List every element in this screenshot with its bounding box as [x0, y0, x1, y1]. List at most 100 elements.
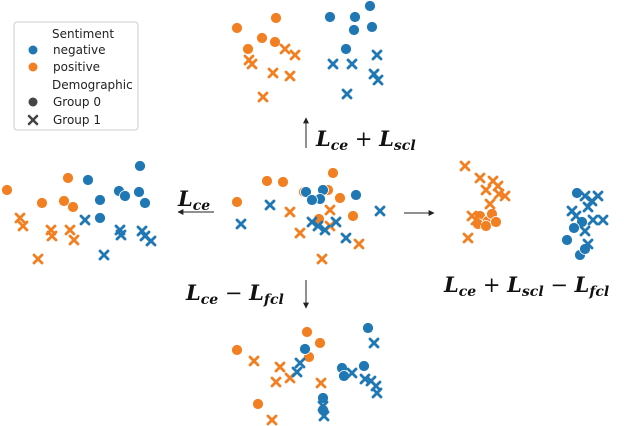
point-bottom-negative-g0-6 [299, 343, 311, 355]
top-op1: + [348, 127, 379, 151]
top-L2: L [378, 126, 394, 151]
bottom-s2: fcl [263, 292, 284, 308]
point-right-positive-g0-4 [480, 220, 492, 232]
legend-group0-marker [28, 97, 38, 107]
point-bottom-positive-g0-1 [301, 326, 313, 338]
point-bottom-negative-g1-25 [371, 387, 383, 399]
right-s1: ce [459, 284, 477, 300]
point-right-negative-g1-29 [587, 214, 599, 226]
point-right-negative-g0-9 [561, 234, 573, 246]
label-right-formula: Lce + Lscl − Lfcl [443, 272, 609, 300]
legend-positive-label: positive [53, 60, 100, 74]
point-center-positive-g0-0 [261, 175, 273, 187]
bottom-op1: − [218, 281, 249, 305]
point-center-negative-g1-24 [312, 220, 324, 232]
point-left-negative-g1-23 [136, 225, 148, 237]
point-top-positive-g1-15 [267, 67, 279, 79]
right-op1: + [476, 273, 507, 297]
point-center-negative-g0-13 [306, 194, 318, 206]
point-top-positive-g0-4 [242, 43, 254, 55]
right-s3: fcl [588, 284, 609, 300]
point-center-positive-g1-15 [324, 204, 336, 216]
point-left-negative-g0-7 [134, 160, 146, 172]
point-left-negative-g0-11 [139, 197, 151, 209]
right-L2: L [506, 272, 522, 297]
point-top-negative-g1-23 [341, 88, 353, 100]
point-left-positive-g0-0 [1, 184, 13, 196]
point-right-negative-g1-23 [579, 190, 591, 202]
point-center-positive-g0-4 [327, 167, 339, 179]
point-top-negative-g1-20 [346, 58, 358, 70]
point-bottom-negative-g1-26 [317, 400, 329, 412]
legend: Sentiment negative positive Demographic … [13, 21, 139, 131]
point-right-positive-g1-13 [474, 172, 486, 184]
point-center-positive-g0-2 [231, 196, 243, 208]
legend-negative-label: negative [53, 43, 105, 57]
point-top-negative-g1-18 [371, 49, 383, 61]
legend-box [13, 21, 139, 131]
point-top-negative-g1-21 [368, 68, 380, 80]
top-s1: ce [331, 138, 349, 154]
point-bottom-positive-g1-13 [274, 361, 286, 373]
point-left-negative-g0-8 [133, 186, 145, 198]
point-bottom-negative-g0-5 [362, 322, 374, 334]
point-left-negative-g0-9 [94, 194, 106, 206]
bottom-L2: L [248, 280, 264, 305]
point-left-negative-g1-25 [145, 235, 157, 247]
point-left-positive-g0-4 [67, 201, 79, 213]
point-left-positive-g1-14 [17, 220, 29, 232]
point-center-negative-g1-25 [319, 224, 331, 236]
label-top-formula: Lce + Lscl [315, 126, 416, 154]
point-bottom-positive-g1-12 [248, 355, 260, 367]
bottom-s1: ce [201, 292, 219, 308]
point-right-negative-g1-31 [579, 225, 591, 237]
point-bottom-negative-g1-27 [318, 410, 330, 422]
left-L1: L [177, 186, 193, 211]
point-right-negative-g1-30 [597, 214, 609, 226]
point-right-negative-g0-8 [568, 222, 580, 234]
point-bottom-positive-g1-16 [315, 377, 327, 389]
point-right-negative-g1-26 [582, 201, 594, 213]
label-bottom-formula: Lce − Lfcl [185, 280, 284, 308]
point-right-positive-g1-19 [484, 198, 496, 210]
point-top-negative-g0-9 [348, 24, 360, 36]
right-s2: scl [522, 284, 544, 300]
point-top-positive-g1-12 [289, 49, 301, 61]
point-left-negative-g0-10 [119, 190, 131, 202]
point-left-positive-g0-3 [58, 195, 70, 207]
point-right-positive-g1-22 [462, 232, 474, 244]
point-center-negative-g1-22 [374, 205, 386, 217]
point-top-positive-g1-16 [284, 70, 296, 82]
point-center-positive-g1-17 [294, 227, 306, 239]
point-center-positive-g0-7 [347, 210, 359, 222]
legend-demographic-title: Demographic [52, 78, 133, 92]
point-bottom-negative-g0-9 [358, 360, 370, 372]
point-center-negative-g0-10 [300, 186, 312, 198]
point-center-negative-g1-26 [330, 216, 342, 228]
point-bottom-positive-g0-0 [231, 344, 243, 356]
point-top-positive-g0-1 [256, 32, 268, 44]
point-bottom-positive-g0-4 [252, 398, 264, 410]
left-s1: ce [193, 198, 211, 214]
point-center-negative-g1-27 [340, 232, 352, 244]
point-left-negative-g1-26 [98, 249, 110, 261]
point-right-negative-g1-25 [592, 190, 604, 202]
point-center-positive-g1-19 [353, 238, 365, 250]
point-center-negative-g1-20 [264, 199, 276, 211]
point-center-positive-g1-14 [284, 206, 296, 218]
point-left-positive-g1-13 [14, 212, 26, 224]
top-L1: L [315, 126, 331, 151]
right-L3: L [574, 272, 590, 297]
points-layer [1, 0, 609, 426]
point-top-negative-g0-6 [349, 11, 361, 23]
point-left-positive-g0-2 [36, 197, 48, 209]
point-bottom-negative-g1-19 [294, 357, 306, 369]
legend-positive-marker [28, 62, 38, 72]
point-center-positive-g0-6 [334, 192, 346, 204]
point-left-positive-g1-17 [64, 224, 76, 236]
point-center-positive-g1-18 [316, 253, 328, 265]
point-left-negative-g0-5 [82, 174, 94, 186]
legend-sentiment-title: Sentiment [52, 27, 114, 41]
legend-group1-marker [27, 114, 39, 126]
